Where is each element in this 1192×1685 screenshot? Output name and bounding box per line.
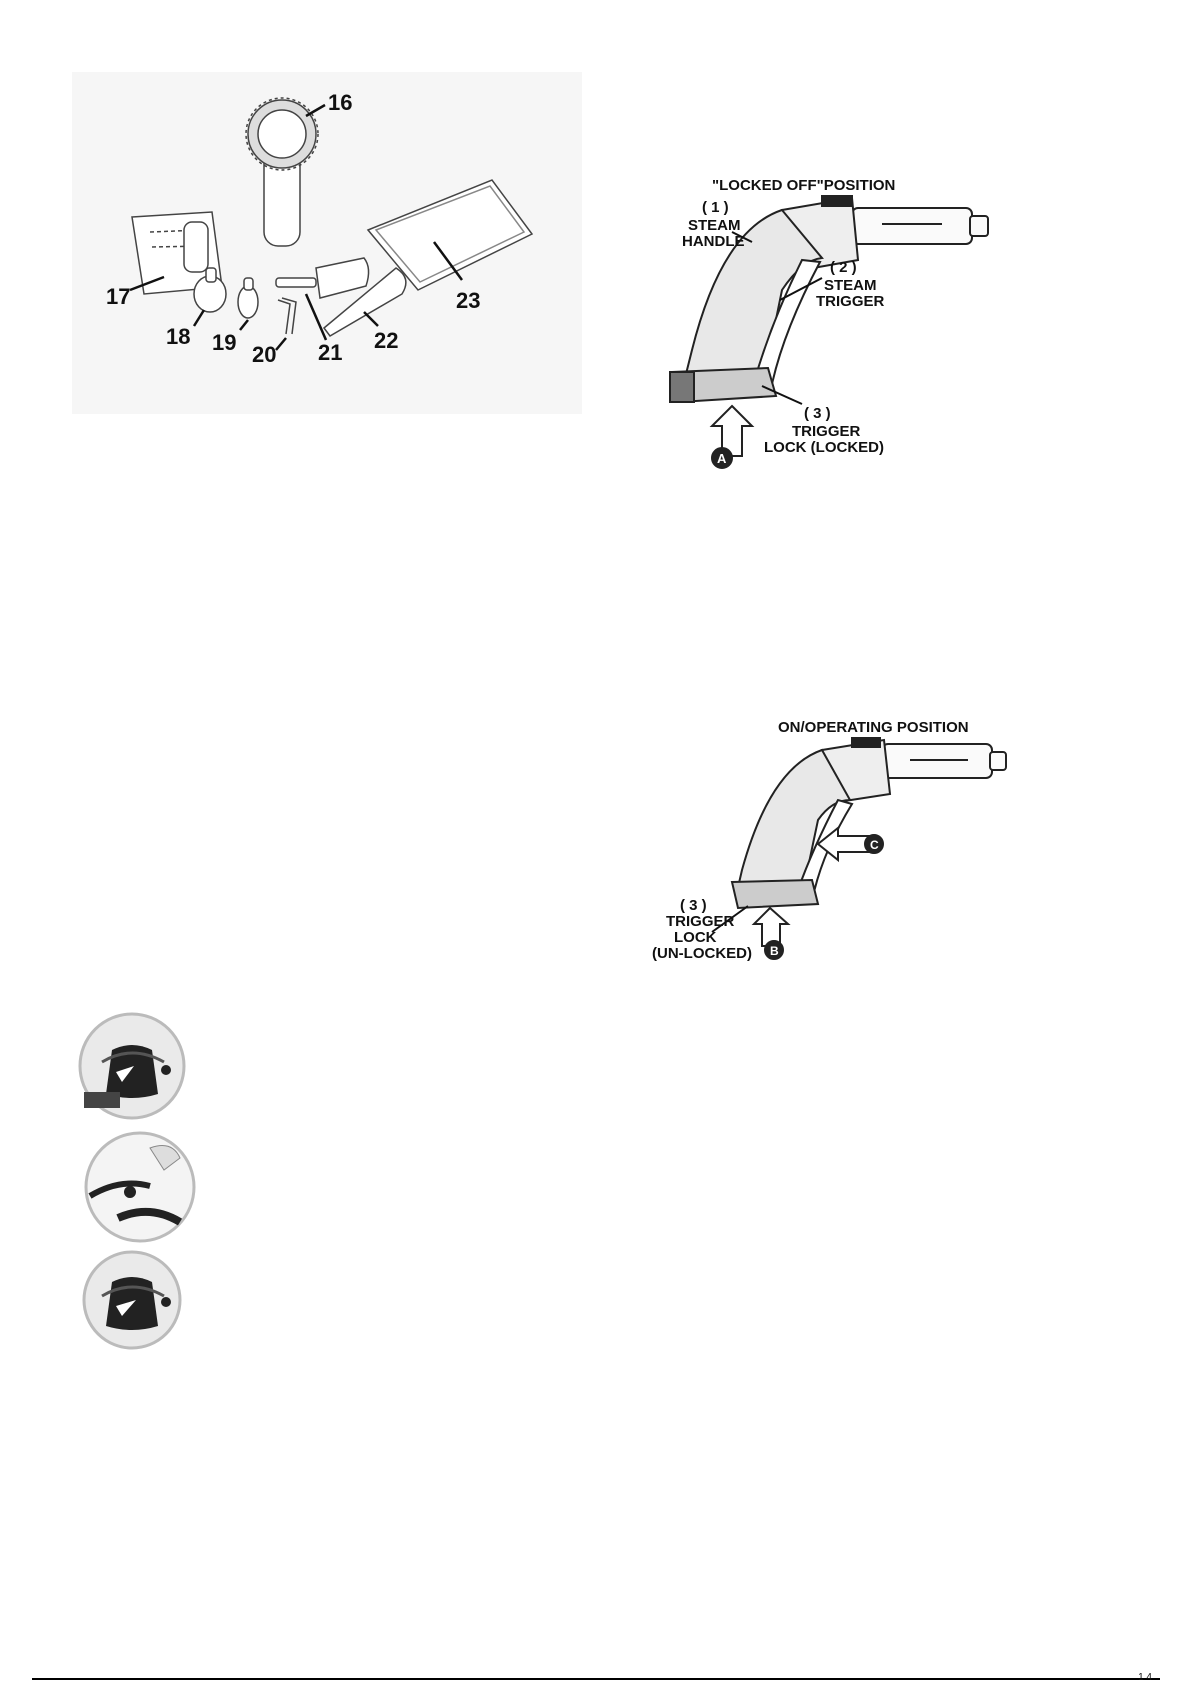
locked-off-figure: "LOCKED OFF"POSITION ( 1 ) STEAM HANDLE … bbox=[652, 150, 1062, 470]
label-3-line1: TRIGGER bbox=[792, 423, 861, 440]
operating-figure: ON/OPERATING POSITION C B ( 3 ) TRIGGER … bbox=[652, 710, 1072, 970]
arrow-b-letter: B bbox=[770, 944, 779, 958]
steam-handle-operating-illustration: ON/OPERATING POSITION C B ( 3 ) TRIGGER … bbox=[652, 710, 1072, 970]
steam-handle-locked-illustration: "LOCKED OFF"POSITION ( 1 ) STEAM HANDLE … bbox=[652, 150, 1062, 470]
label-3-line2: LOCK (LOCKED) bbox=[764, 439, 884, 456]
callout-17: 17 bbox=[106, 284, 130, 309]
operating-label-3-line2: LOCK bbox=[674, 929, 717, 946]
fill-water-icon bbox=[80, 1130, 202, 1244]
step-image-cap-close bbox=[76, 1250, 188, 1350]
label-2-line1: STEAM bbox=[824, 277, 877, 294]
callout-22: 22 bbox=[374, 328, 398, 353]
steam-handle-icon bbox=[732, 738, 1006, 908]
accessories-figure: 16 17 18 19 20 bbox=[72, 72, 582, 414]
callout-19: 19 bbox=[212, 330, 236, 355]
callout-16: 16 bbox=[328, 90, 352, 115]
operating-label-3-line1: TRIGGER bbox=[666, 913, 735, 930]
callout-18: 18 bbox=[166, 324, 190, 349]
callout-20: 20 bbox=[252, 342, 276, 367]
cap-rotate-icon bbox=[76, 1010, 188, 1122]
operating-label-3-line3: (UN-LOCKED) bbox=[652, 945, 752, 962]
step-image-fill-water bbox=[80, 1130, 202, 1244]
label-2-num: ( 2 ) bbox=[830, 259, 857, 276]
arrow-a-letter: A bbox=[717, 451, 727, 466]
page-number: 1 4 bbox=[1138, 1672, 1152, 1683]
accessories-illustration: 16 17 18 19 20 bbox=[72, 72, 582, 414]
arrow-c-letter: C bbox=[870, 838, 879, 852]
locked-off-title: "LOCKED OFF"POSITION bbox=[712, 177, 895, 194]
label-3-num: ( 3 ) bbox=[804, 405, 831, 422]
callout-21: 21 bbox=[318, 340, 342, 365]
label-1-num: ( 1 ) bbox=[702, 199, 729, 216]
cap-rotate-icon bbox=[76, 1250, 188, 1350]
label-1-line1: STEAM bbox=[688, 217, 741, 234]
label-2-line2: TRIGGER bbox=[816, 293, 885, 310]
label-1-line2: HANDLE bbox=[682, 233, 745, 250]
operating-title: ON/OPERATING POSITION bbox=[778, 719, 969, 736]
callout-23: 23 bbox=[456, 288, 480, 313]
footer-rule bbox=[32, 1678, 1160, 1680]
operating-label-3-num: ( 3 ) bbox=[680, 897, 707, 914]
step-image-cap-open bbox=[76, 1010, 188, 1122]
